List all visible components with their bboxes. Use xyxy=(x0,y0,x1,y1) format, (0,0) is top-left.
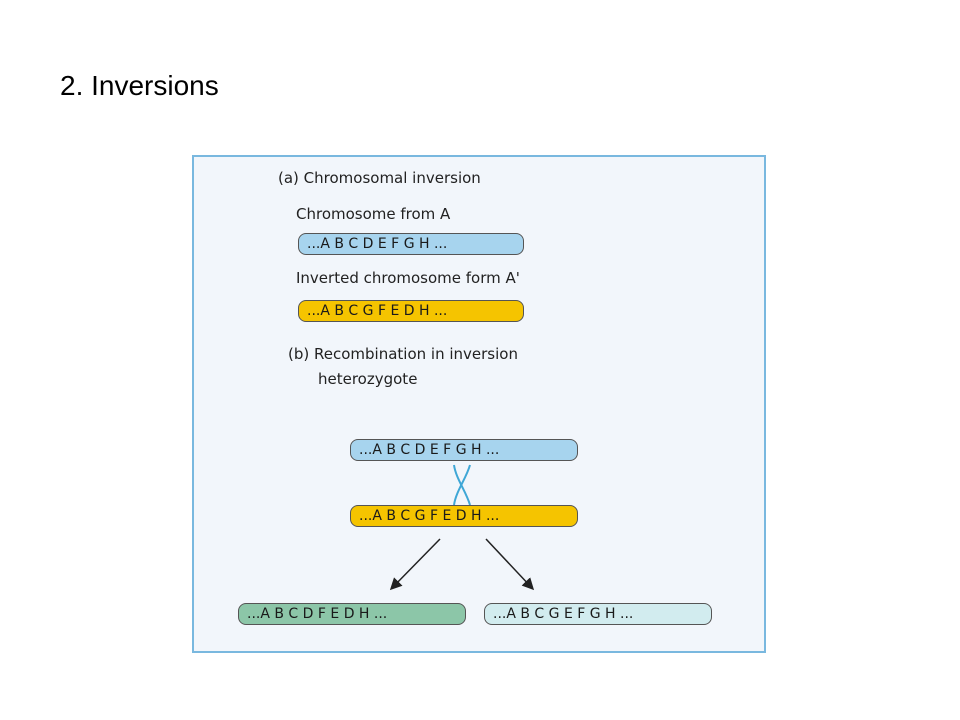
inverted-chromosome-label: Inverted chromosome form A' xyxy=(296,269,520,287)
arrow-to-right-product xyxy=(485,538,535,591)
inversion-figure: (a) Chromosomal inversion Chromosome fro… xyxy=(192,155,766,653)
normal-chromosome-a: ...A B C D E F G H ... xyxy=(298,233,524,255)
part-b-heading-line1: (b) Recombination in inversion xyxy=(288,345,518,363)
crossover-strand-2 xyxy=(453,464,471,506)
part-a-heading: (a) Chromosomal inversion xyxy=(278,169,481,187)
figure-connectors xyxy=(389,464,535,591)
slide-title: 2. Inversions xyxy=(60,70,219,101)
paired-inverted-chromosome: ...A B C G F E D H ... xyxy=(350,505,578,527)
paired-normal-chromosome: ...A B C D E F G H ... xyxy=(350,439,578,461)
part-b-heading-line2: heterozygote xyxy=(318,370,418,388)
arrow-to-left-product xyxy=(389,538,441,591)
recombinant-product-right: ...A B C G E F G H ... xyxy=(484,603,712,625)
normal-chromosome-label: Chromosome from A xyxy=(296,205,451,223)
inverted-chromosome-a: ...A B C G F E D H ... xyxy=(298,300,524,322)
recombinant-product-left: ...A B C D F E D H ... xyxy=(238,603,466,625)
